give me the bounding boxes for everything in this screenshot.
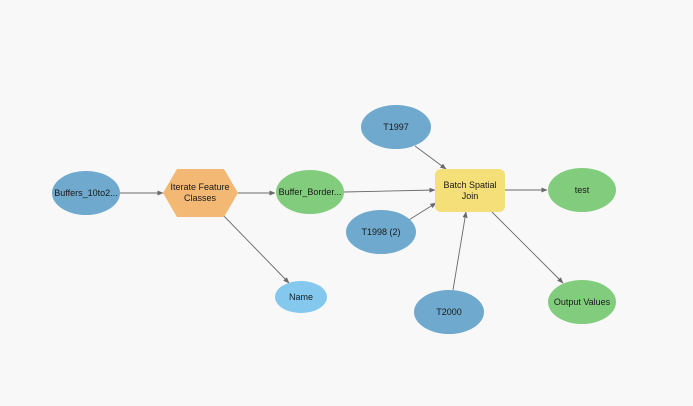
- buffer-border-label: Buffer_Border...: [279, 187, 342, 197]
- node-buffers[interactable]: Buffers_10to2...: [52, 171, 120, 215]
- buffer-border-shape: [276, 170, 344, 214]
- buffers-label: Buffers_10to2...: [54, 188, 117, 198]
- iterate-shape: [163, 169, 238, 217]
- batch-shape: [435, 169, 505, 212]
- connectors: [120, 145, 564, 291]
- name-label: Name: [289, 292, 313, 302]
- t1998-label: T1998 (2): [361, 227, 400, 237]
- output-values-shape: [548, 280, 616, 324]
- node-test[interactable]: test: [548, 168, 616, 212]
- test-shape: [548, 168, 616, 212]
- batch-label-line1: Batch Spatial: [443, 180, 496, 190]
- test-label: test: [575, 185, 590, 195]
- connector-iterate-to-name[interactable]: [221, 213, 290, 284]
- connector-buffer-border-to-batch[interactable]: [343, 187, 436, 193]
- node-name[interactable]: Name: [275, 281, 327, 313]
- connector-batch-to-output-values[interactable]: [491, 211, 564, 284]
- batch-label-line2: Join: [462, 191, 479, 201]
- node-iterate-feature-classes[interactable]: Iterate Feature Classes: [163, 169, 238, 217]
- node-buffer-border[interactable]: Buffer_Border...: [276, 170, 344, 214]
- t1998-shape: [346, 210, 416, 254]
- t1997-label: T1997: [383, 122, 409, 132]
- t2000-shape: [414, 290, 484, 334]
- buffers-shape: [52, 171, 120, 215]
- node-t1998[interactable]: T1998 (2): [346, 210, 416, 254]
- output-values-label: Output Values: [554, 297, 611, 307]
- node-t2000[interactable]: T2000: [414, 290, 484, 334]
- t2000-label: T2000: [436, 307, 462, 317]
- node-output-values[interactable]: Output Values: [548, 280, 616, 324]
- t1997-shape: [361, 105, 431, 149]
- connector-t1997-to-batch[interactable]: [414, 145, 447, 170]
- node-t1997[interactable]: T1997: [361, 105, 431, 149]
- iterate-label-line1: Iterate Feature: [170, 182, 229, 192]
- iterate-label-line2: Classes: [184, 193, 217, 203]
- name-shape: [275, 281, 327, 313]
- connector-t2000-to-batch[interactable]: [452, 211, 468, 291]
- node-batch-spatial-join[interactable]: Batch Spatial Join: [435, 169, 505, 212]
